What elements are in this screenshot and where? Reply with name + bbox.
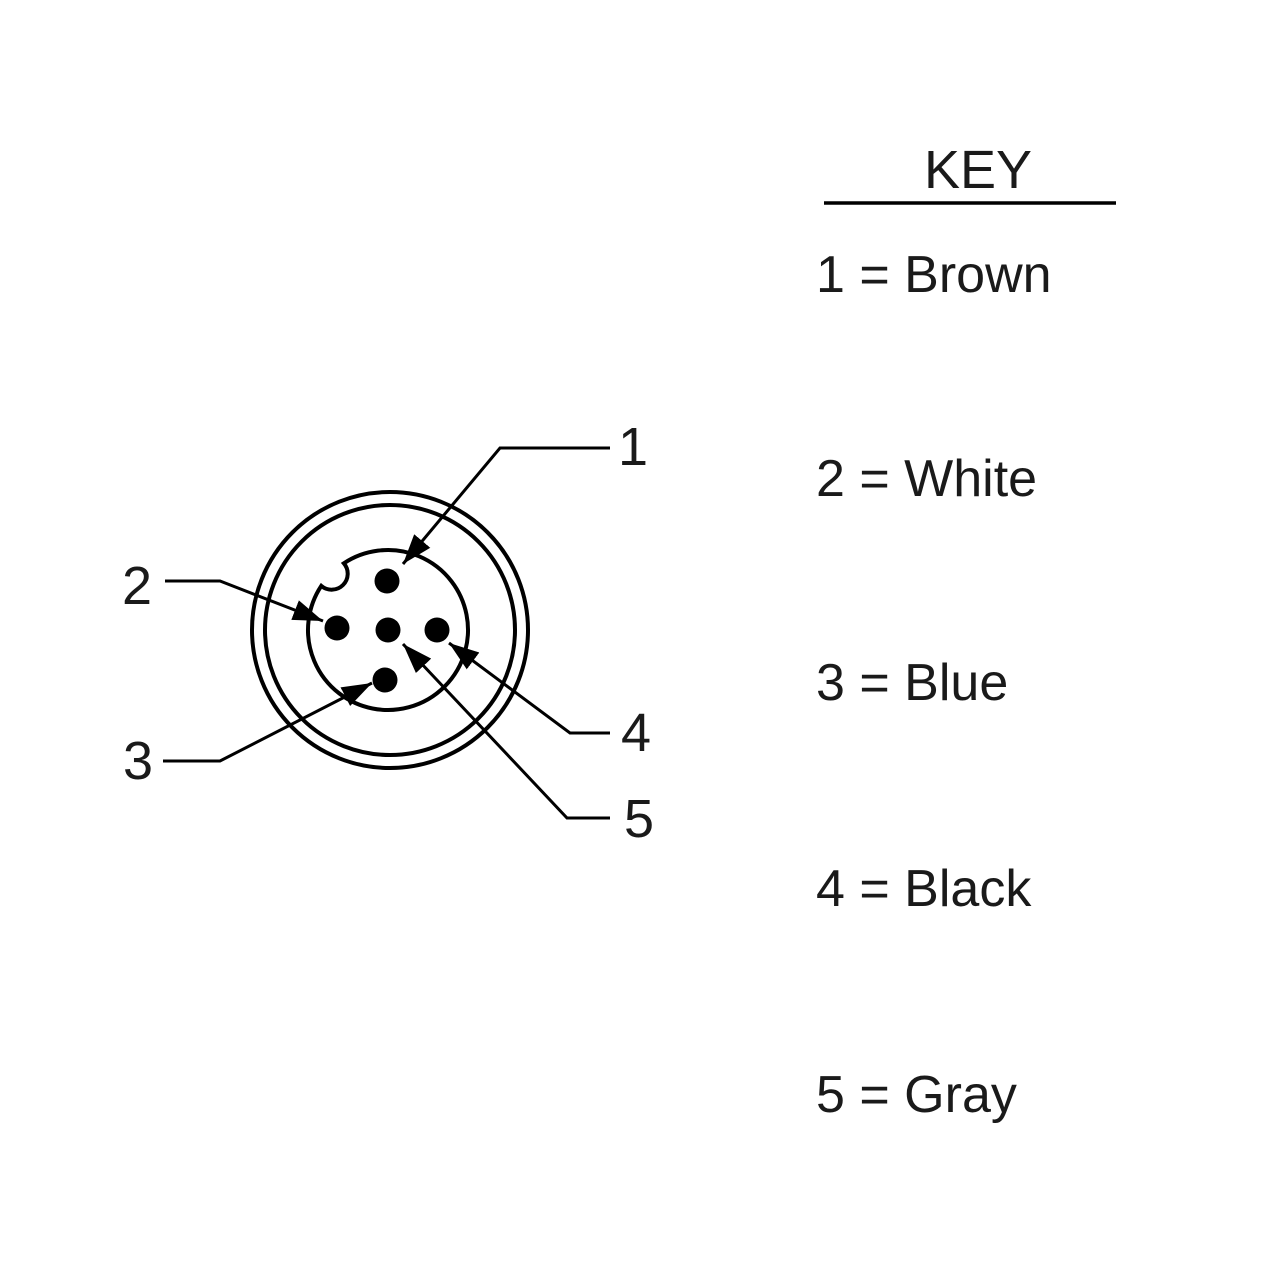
leader-lines <box>163 446 610 820</box>
key-legend: KEY 1 = Brown 2 = White 3 = Blue 4 = Bla… <box>816 140 1116 1124</box>
pin-2-leader-arrow <box>165 579 324 623</box>
pin-3-contact <box>372 667 398 693</box>
key-row-5: 5 = Gray <box>816 1066 1017 1124</box>
pin-2-number-label: 2 <box>122 556 152 616</box>
pin-3-leader-arrow <box>163 681 373 763</box>
pin-1-number-label: 1 <box>618 417 648 477</box>
pin-5-contact <box>375 617 401 643</box>
pin-4-contact <box>424 617 450 643</box>
key-row-3: 3 = Blue <box>816 654 1008 712</box>
pin-4-leader-arrow <box>448 641 610 735</box>
key-row-2: 2 = White <box>816 450 1037 508</box>
key-row-4: 4 = Black <box>816 860 1032 918</box>
key-row-1: 1 = Brown <box>816 246 1052 304</box>
pin-1-leader-arrow <box>401 446 610 565</box>
middle-ring <box>263 503 517 757</box>
pin-5-number-label: 5 <box>624 789 654 849</box>
pin-1-contact <box>374 568 400 594</box>
pin-housing-keyway-circle <box>306 548 470 712</box>
key-title: KEY <box>924 140 1032 200</box>
outer-ring <box>250 490 530 770</box>
pin-5-leader-arrow <box>401 642 610 820</box>
pin-4-number-label: 4 <box>621 703 651 763</box>
pin-2-contact <box>324 615 350 641</box>
connector-face <box>250 490 530 770</box>
pin-3-number-label: 3 <box>123 731 153 791</box>
pin-number-labels: 1 2 3 4 5 <box>122 417 654 849</box>
